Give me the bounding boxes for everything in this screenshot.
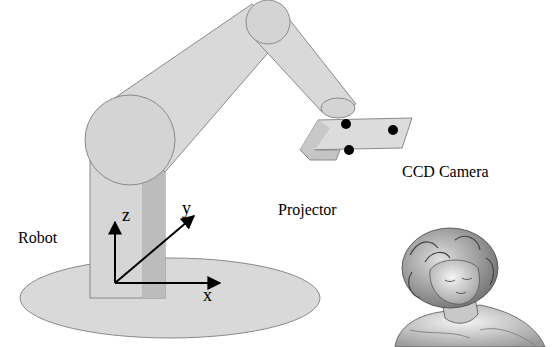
camera-label: CCD Camera — [402, 163, 489, 181]
axis-label: z — [122, 206, 130, 226]
axis-label: y — [182, 199, 191, 219]
robot-label: Robot — [18, 229, 57, 247]
projector-label: Projector — [278, 201, 337, 219]
axis-label: x — [203, 286, 212, 306]
